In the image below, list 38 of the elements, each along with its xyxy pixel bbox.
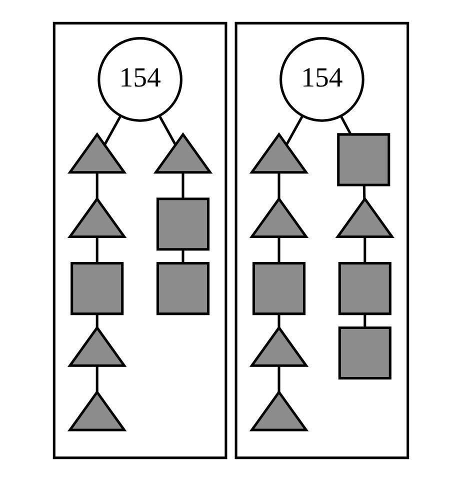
- cluster: [52, 22, 228, 460]
- node-box: [338, 326, 392, 380]
- node-box: [156, 262, 210, 316]
- node-box: [338, 262, 392, 316]
- node-triangle: [67, 132, 127, 174]
- node-triangle: [249, 326, 309, 367]
- node-circle: 154: [280, 37, 364, 122]
- connector: [96, 314, 98, 328]
- connector: [278, 366, 280, 392]
- node-triangle: [249, 132, 309, 174]
- connector: [364, 314, 366, 328]
- connector: [362, 185, 366, 200]
- connector: [286, 115, 304, 146]
- node-triangle: [67, 390, 127, 432]
- connector: [278, 172, 280, 199]
- connector: [278, 314, 280, 328]
- connector: [96, 366, 98, 392]
- connector: [340, 116, 352, 135]
- connector: [104, 115, 122, 146]
- node-triangle: [249, 196, 309, 238]
- node-box: [252, 262, 306, 316]
- connector: [364, 237, 366, 264]
- cluster: [234, 22, 410, 460]
- node-triangle: [67, 326, 127, 367]
- node-box: [337, 133, 390, 186]
- node-box: [156, 198, 210, 251]
- node-box: [70, 262, 124, 316]
- connector: [182, 172, 184, 199]
- node-circle: 154: [98, 37, 182, 122]
- connector: [278, 237, 280, 264]
- connector: [96, 237, 98, 264]
- node-triangle: [67, 196, 127, 238]
- node-triangle: [153, 132, 213, 174]
- connector: [182, 249, 184, 264]
- node-triangle: [335, 196, 395, 238]
- connector: [158, 115, 176, 146]
- node-triangle: [249, 390, 309, 432]
- connector: [96, 172, 98, 199]
